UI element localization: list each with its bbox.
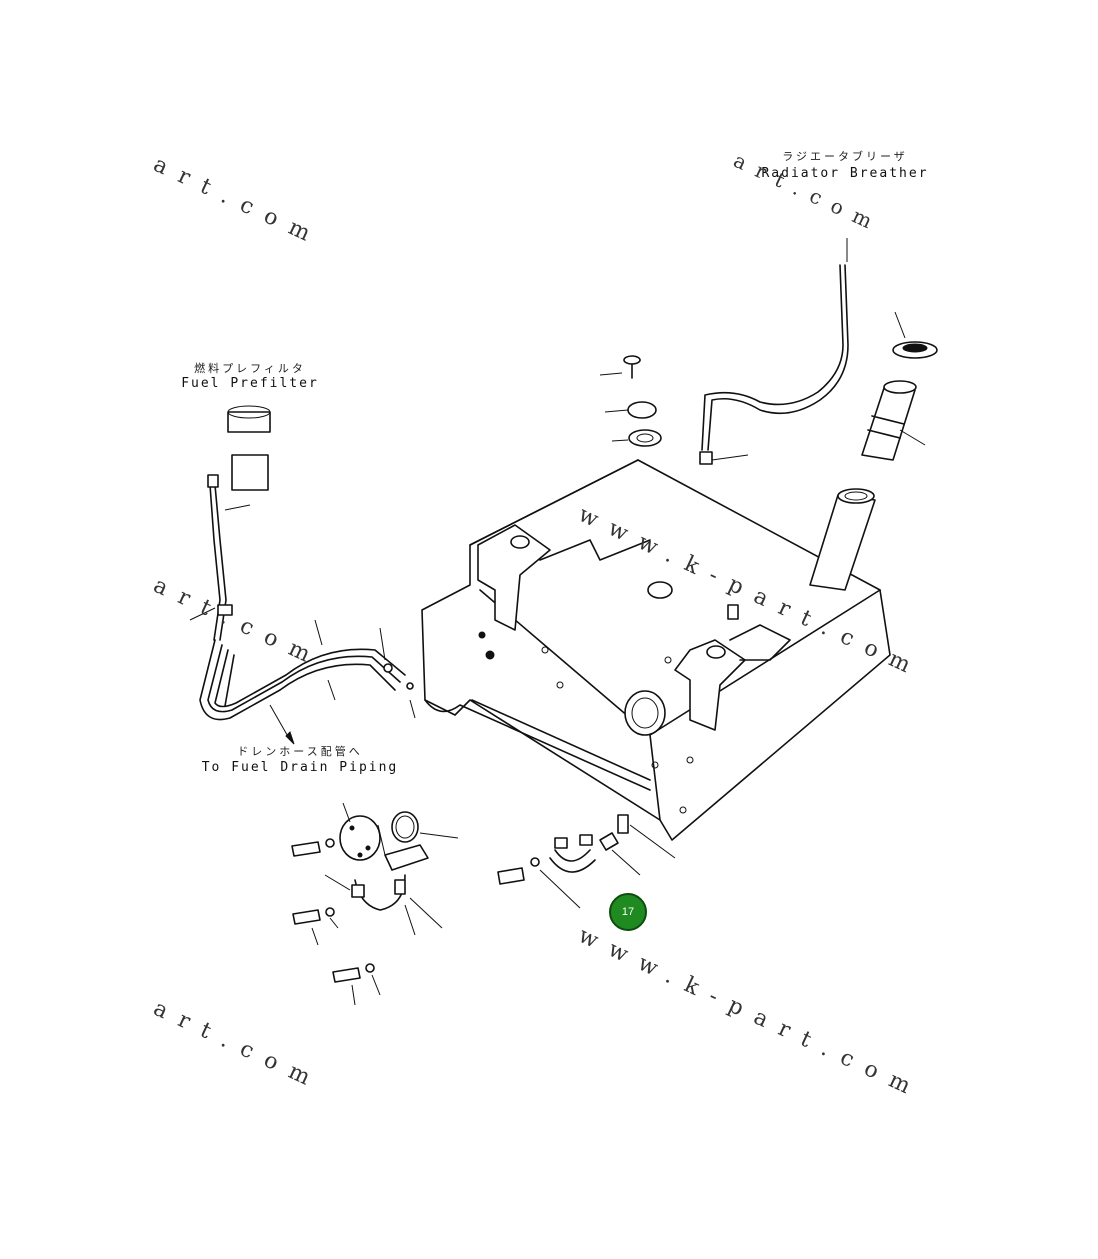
fuel-drain-label: To Fuel Drain Piping — [201, 760, 399, 775]
radiator-breather-label-jp: ラジエータブリーザ — [782, 150, 908, 163]
fuel-prefilter — [207, 405, 271, 641]
fuel-prefilter-label: Fuel Prefilter — [181, 376, 319, 391]
fuel-prefilter-label-jp: 燃料プレフィルタ — [194, 362, 306, 375]
filler-cap — [892, 311, 938, 359]
cover-parts — [599, 355, 662, 447]
drain-valve — [497, 814, 676, 909]
breather-hose — [699, 238, 849, 465]
drain-hoses — [189, 604, 416, 745]
fuel-drain-label-jp: ドレンホース配管へ — [237, 745, 363, 758]
part-callout-17[interactable]: 17 — [609, 893, 647, 931]
filler-neck — [809, 488, 876, 591]
strainer — [861, 380, 926, 461]
fuel-level-sender — [324, 802, 459, 936]
radiator-breather-label: Radiator Breather — [761, 166, 929, 181]
bolts — [291, 838, 381, 1006]
fuel-tank — [421, 459, 891, 841]
